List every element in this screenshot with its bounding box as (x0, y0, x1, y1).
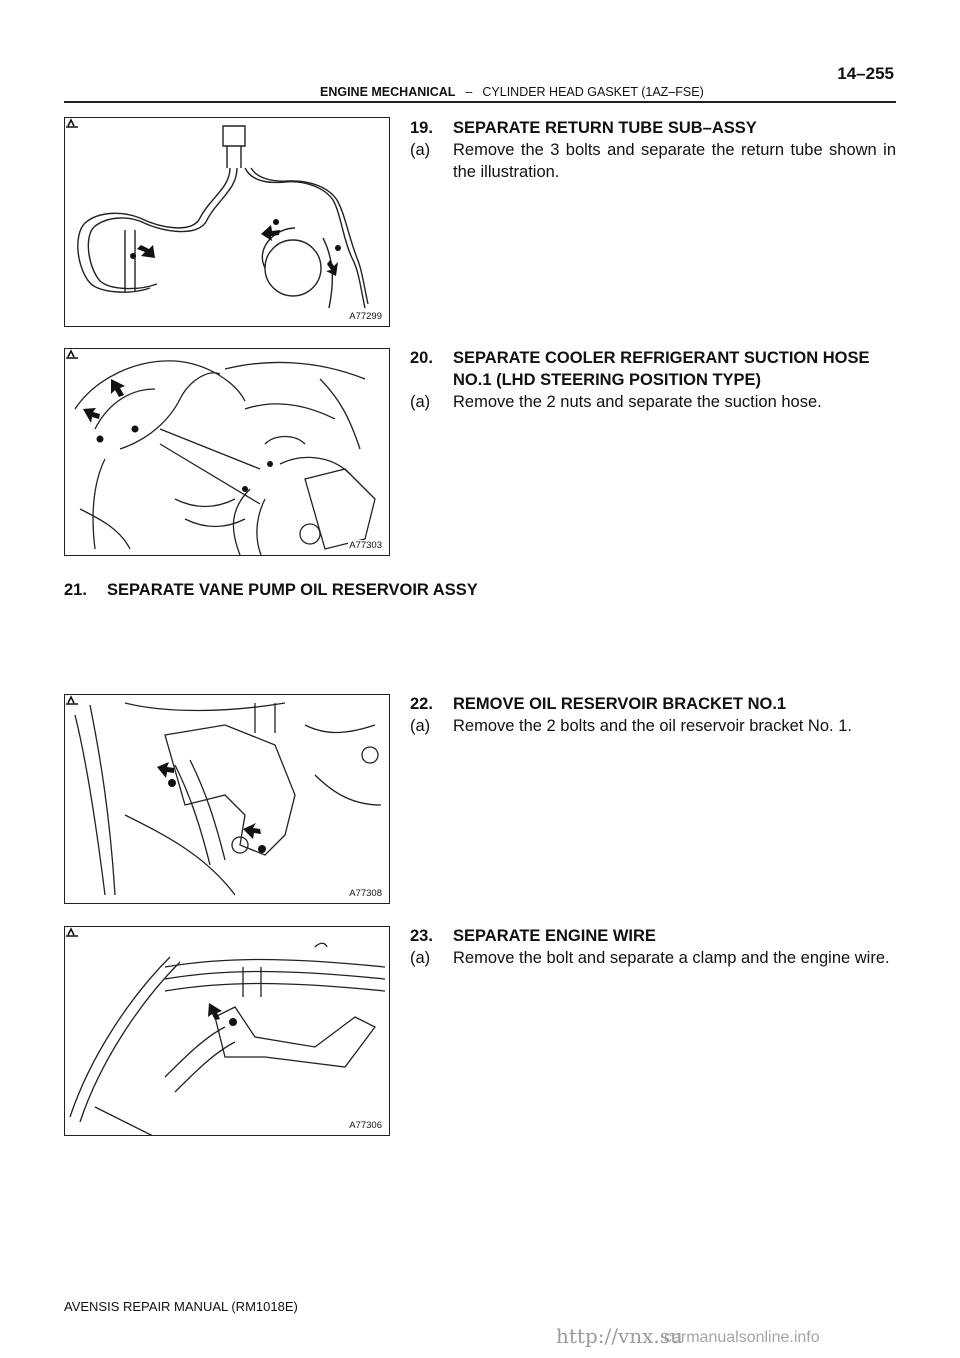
substep: (a) Remove the bolt and separate a clamp… (410, 947, 896, 969)
page-header: 14–255 ENGINE MECHANICAL–CYLINDER HEAD G… (64, 64, 896, 103)
step-title: 22. REMOVE OIL RESERVOIR BRACKET NO.1 (410, 693, 896, 715)
step-number: 20. (410, 349, 433, 367)
figure-mark-icon (66, 695, 78, 705)
reservoir-bracket-illustration (74, 702, 382, 896)
figure-code: A77308 (348, 888, 383, 899)
figure-mark-icon (66, 349, 78, 359)
substep: (a) Remove the 3 bolts and separate the … (410, 139, 896, 183)
section-title: CYLINDER HEAD GASKET (1AZ–FSE) (482, 85, 704, 99)
figure-mark-icon (66, 927, 78, 937)
step-19: 19. SEPARATE RETURN TUBE SUB–ASSY (a) Re… (410, 117, 896, 183)
suction-hose-illustration (74, 360, 376, 555)
step-title-text: SEPARATE VANE PUMP OIL RESERVOIR ASSY (107, 581, 478, 599)
header-title: ENGINE MECHANICAL–CYLINDER HEAD GASKET (… (320, 85, 704, 99)
step-number: 22. (410, 695, 433, 713)
figure-mark-icon (66, 118, 78, 128)
chapter-title: ENGINE MECHANICAL (320, 85, 456, 99)
manual-title-footer: AVENSIS REPAIR MANUAL (RM1018E) (64, 1299, 298, 1314)
step-20: 20. SEPARATE COOLER REFRIGERANT SUCTION … (410, 347, 896, 413)
step-title: 19. SEPARATE RETURN TUBE SUB–ASSY (410, 117, 896, 139)
step-title-text: SEPARATE COOLER REFRIGERANT SUCTION HOSE… (453, 349, 870, 389)
substep-label: (a) (410, 717, 431, 735)
step-title: 20. SEPARATE COOLER REFRIGERANT SUCTION … (410, 347, 896, 391)
step-title: 21. SEPARATE VANE PUMP OIL RESERVOIR ASS… (64, 579, 896, 601)
substep-label: (a) (410, 393, 431, 411)
figure-engine-wire: A77306 (64, 926, 390, 1136)
step-23: 23. SEPARATE ENGINE WIRE (a) Remove the … (410, 925, 896, 969)
figure-code: A77303 (348, 540, 383, 551)
step-number: 23. (410, 927, 433, 945)
page-number: 14–255 (837, 64, 894, 83)
step-title: 23. SEPARATE ENGINE WIRE (410, 925, 896, 947)
figure-return-tube: A77299 (64, 117, 390, 327)
step-title-text: SEPARATE ENGINE WIRE (453, 927, 656, 945)
step-number: 21. (64, 581, 87, 599)
substep: (a) Remove the 2 nuts and separate the s… (410, 391, 896, 413)
step-title-text: SEPARATE RETURN TUBE SUB–ASSY (453, 119, 757, 137)
substep-label: (a) (410, 949, 431, 967)
figure-code: A77306 (348, 1120, 383, 1131)
header-rule (64, 101, 896, 103)
substep-text: Remove the 2 nuts and separate the sucti… (453, 393, 822, 411)
return-tube-illustration (77, 125, 369, 309)
step-number: 19. (410, 119, 433, 137)
figure-suction-hose: A77303 (64, 348, 390, 556)
step-22: 22. REMOVE OIL RESERVOIR BRACKET NO.1 (a… (410, 693, 896, 737)
substep-text: Remove the 2 bolts and the oil reservoir… (453, 717, 852, 735)
substep-label: (a) (410, 141, 431, 159)
substep-text: Remove the bolt and separate a clamp and… (453, 949, 890, 967)
figure-code: A77299 (348, 311, 383, 322)
engine-wire-illustration (69, 942, 386, 1135)
step-21: 21. SEPARATE VANE PUMP OIL RESERVOIR ASS… (64, 579, 896, 601)
substep: (a) Remove the 2 bolts and the oil reser… (410, 715, 896, 737)
footer-link[interactable]: http://vnx.su (556, 1324, 683, 1348)
substep-text: Remove the 3 bolts and separate the retu… (453, 141, 896, 181)
figure-reservoir-bracket: A77308 (64, 694, 390, 904)
step-title-text: REMOVE OIL RESERVOIR BRACKET NO.1 (453, 695, 787, 713)
watermark-text: carmanualsonline.info (664, 1329, 820, 1346)
header-dash: – (465, 85, 473, 99)
